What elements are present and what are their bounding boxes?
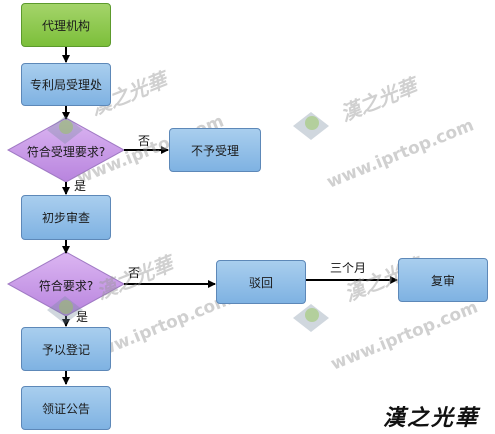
node-patent-office: 专利局受理处 [21,63,111,106]
node-reexamination: 复审 [398,258,488,302]
node-announce: 领证公告 [21,386,111,430]
edge-label-no-1: 否 [138,134,151,148]
node-register: 予以登记 [21,327,111,371]
watermark-logo-2 [293,112,329,140]
edge-label-yes-2: 是 [76,310,89,324]
decision-accept-label: 符合受理要求? [26,145,106,159]
node-not-accepted: 不予受理 [169,128,261,172]
node-agency: 代理机构 [21,3,111,47]
edge-label-yes-1: 是 [74,179,87,193]
node-rejected: 驳回 [216,260,306,304]
watermark-logo-3 [47,296,83,324]
watermark-logo-4 [293,304,329,332]
node-preliminary-exam: 初步审查 [21,195,111,240]
decision-meets-label: 符合要求? [38,279,94,293]
watermark-logo-1 [47,116,83,144]
edge-label-no-2: 否 [128,266,141,280]
edge-label-three-months: 三个月 [330,261,367,275]
corner-brand-logo: 漢之光華 [383,405,480,431]
